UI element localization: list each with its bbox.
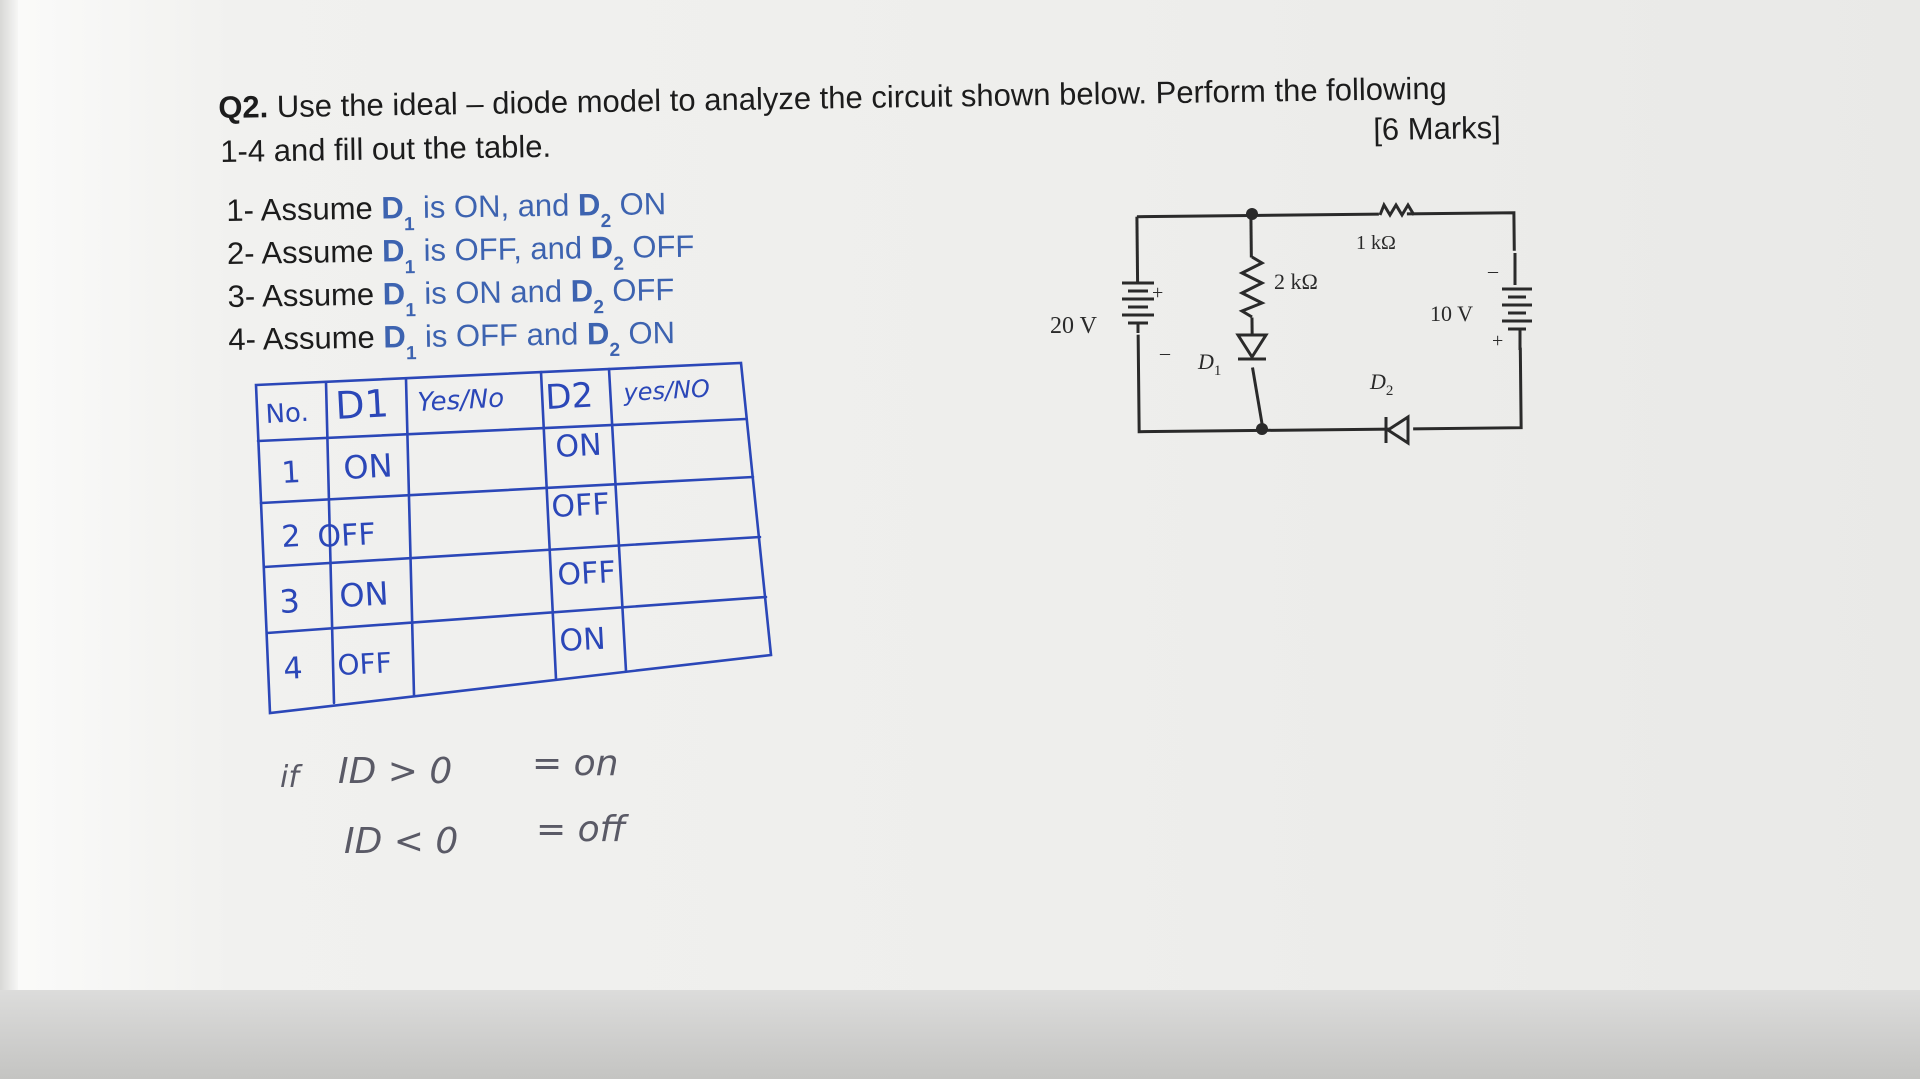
table-hline — [259, 475, 755, 505]
wire-left-upper — [1135, 216, 1140, 284]
battery-20v — [1122, 281, 1154, 333]
paper-left-edge — [0, 0, 18, 1010]
wire-top-left — [1136, 214, 1251, 219]
table-vline — [404, 377, 416, 697]
label-plus-10v: + — [1492, 330, 1503, 352]
steps-list: 1- Assume D1 is ON, and D2 ON 2- Assume … — [226, 183, 829, 364]
table-hline — [256, 417, 748, 443]
wire-top-right — [1406, 211, 1516, 251]
diode-label: D — [382, 276, 406, 312]
label-plus-20v: + — [1152, 282, 1163, 304]
row3-no: 3 — [278, 582, 300, 621]
row1-d1: ON — [342, 446, 393, 487]
diode-label: D — [381, 233, 405, 269]
question-text-line2: 1-4 and fill out the table. — [220, 128, 552, 169]
row4-d2: ON — [559, 622, 607, 659]
diode-label: D — [570, 273, 594, 309]
resistor-1k — [1378, 201, 1416, 218]
diode-state: ON — [619, 186, 667, 222]
resistor-2k — [1238, 255, 1266, 319]
diode-subscript: 1 — [404, 257, 416, 279]
diode-state: is ON, and — [422, 187, 570, 225]
label-2k: 2 kΩ — [1274, 269, 1318, 294]
diode-d1 — [1235, 333, 1269, 361]
diode-d2 — [1384, 414, 1410, 446]
wire-top-mid — [1250, 212, 1379, 218]
circuit-diagram: 20 V 10 V 2 kΩ 1 kΩ D1 D2 + – – + — [1050, 201, 1532, 446]
diode-subscript: 2 — [600, 210, 612, 233]
diode-subscript: 2 — [613, 253, 625, 275]
row1-no: 1 — [281, 455, 302, 491]
table-vline — [324, 380, 336, 705]
table-vline — [539, 370, 558, 681]
table-hline — [265, 595, 768, 635]
row4-no: 4 — [283, 651, 304, 687]
label-20v: 20 V — [1050, 313, 1098, 339]
junction-bottom — [1256, 423, 1268, 435]
label-d2: D2 — [1369, 369, 1393, 399]
note-line2-left: ID < 0 — [344, 821, 458, 862]
diode-label: D — [590, 229, 614, 266]
row2-no: 2 — [281, 519, 302, 555]
junction-top — [1246, 208, 1258, 220]
diode-label: D — [577, 187, 601, 223]
row3-d2: OFF — [557, 555, 617, 593]
row1-d2: ON — [555, 428, 603, 465]
header-no: No. — [265, 398, 310, 430]
label-1k: 1 kΩ — [1356, 232, 1396, 254]
table-hline — [262, 535, 762, 569]
handwritten-table: No. D1 Yes/No D2 yes/NO 1 ON ON 2 OFF OF… — [254, 361, 773, 715]
label-minus-10v: – — [1487, 260, 1499, 282]
wire-left-lower — [1136, 334, 1264, 434]
binding-side-text — [7, 367, 21, 587]
label-minus-20v: – — [1159, 342, 1171, 364]
diode-state: OFF — [632, 228, 695, 265]
diode-subscript: 1 — [405, 300, 417, 322]
diode-state: OFF — [612, 271, 675, 308]
step-prefix: 2- Assume — [226, 233, 374, 271]
note-if: if — [280, 760, 303, 795]
table-vline — [607, 367, 628, 673]
paper-sheet — [0, 0, 1920, 1010]
row3-d1: ON — [338, 574, 389, 615]
table-border — [254, 361, 773, 715]
desk-surface — [0, 990, 1920, 1079]
note-line1-left: ID > 0 — [338, 751, 452, 792]
row4-d1: OFF — [337, 646, 393, 682]
row2-d2: OFF — [551, 487, 611, 525]
diode-subscript: 2 — [593, 297, 605, 319]
note-line1-right: = on — [532, 743, 618, 784]
step-prefix: 3- Assume — [227, 276, 375, 314]
battery-10v — [1502, 253, 1532, 350]
diode-label: D — [381, 190, 405, 226]
header-d1: D1 — [334, 381, 390, 428]
diode-state: is ON and — [424, 273, 563, 311]
header-yes-no-1: Yes/No — [417, 383, 505, 417]
header-yes-no-2: yes/NO — [622, 375, 711, 408]
label-d1: D1 — [1197, 349, 1221, 379]
wire-bottom-right — [1413, 347, 1523, 431]
row2-d1: OFF — [317, 517, 377, 555]
label-10v: 10 V — [1430, 301, 1473, 326]
handwritten-note: if ID > 0 = on ID < 0 = off — [280, 743, 630, 862]
diode-state: is OFF, and — [423, 230, 583, 268]
step-prefix: 1- Assume — [226, 190, 374, 228]
header-d2: D2 — [544, 376, 594, 418]
question-number: Q2. — [218, 89, 269, 125]
wire-branch-bottom — [1251, 367, 1265, 431]
wire-bottom-mid — [1263, 427, 1390, 432]
note-line2-right: = off — [536, 809, 630, 850]
diode-subscript: 1 — [403, 214, 415, 236]
marks-label: [6 Marks] — [1373, 109, 1502, 147]
